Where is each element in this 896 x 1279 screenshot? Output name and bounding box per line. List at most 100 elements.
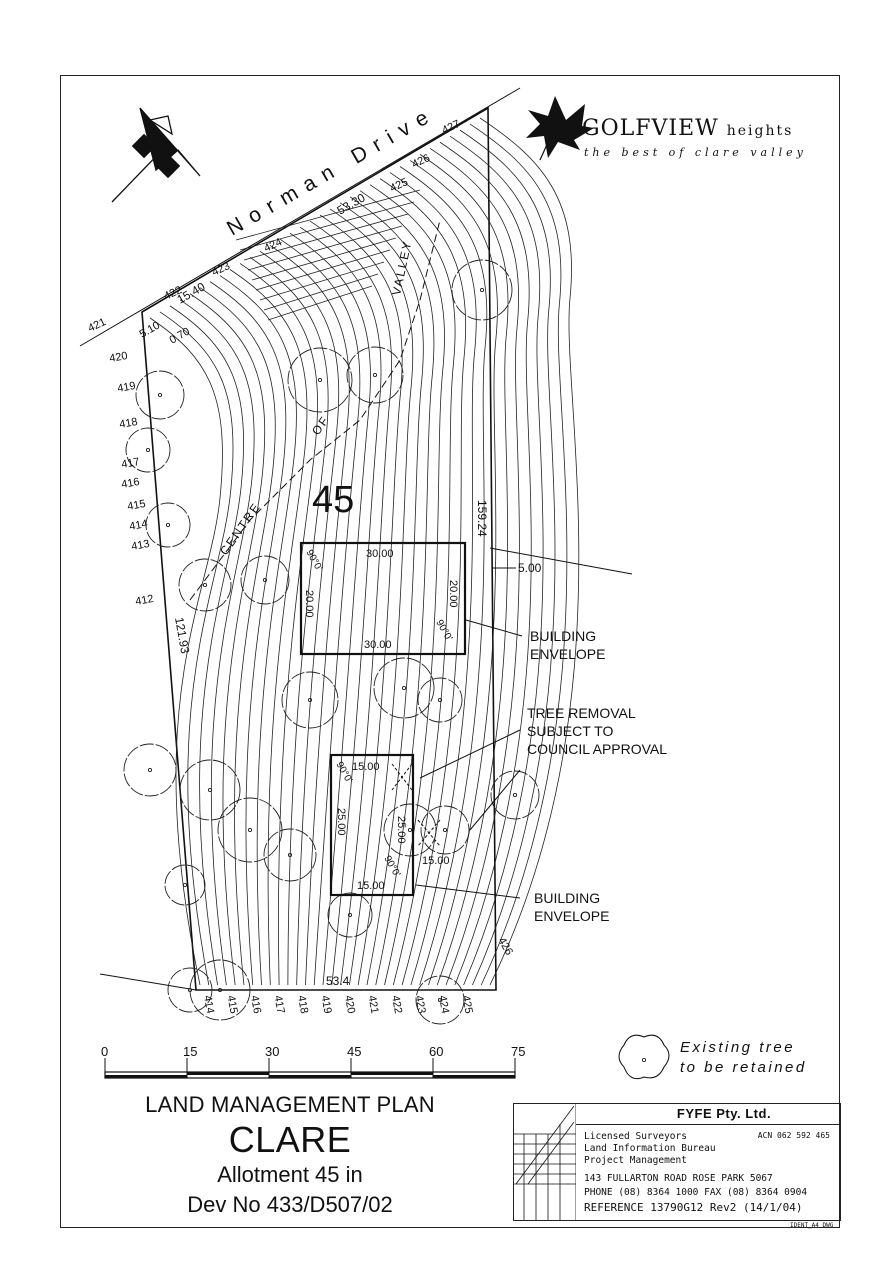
env1-height-right: 20.00 [447, 580, 459, 608]
contour-line [399, 166, 488, 986]
contour-line [239, 201, 415, 251]
note-tree-removal: TREE REMOVAL SUBJECT TO COUNCIL APPROVAL [527, 704, 667, 758]
firm-line-3: Project Management [584, 1155, 687, 1166]
legend-tree-icon [618, 1034, 670, 1080]
env1-angle-a: 90°0' [303, 548, 324, 573]
firm-name: FYFE Pty. Ltd. [676, 1106, 772, 1121]
env1-angle-b: 90°0' [433, 618, 454, 643]
firm-phone: PHONE (08) 8364 1000 FAX (08) 8364 0904 [584, 1187, 808, 1198]
contour-line [269, 244, 350, 986]
env2-height-left: 25.00 [335, 808, 347, 836]
contour-line [299, 226, 382, 986]
env2-height-right: 25.00 [395, 816, 407, 844]
tree-canopy-icon [167, 967, 213, 1013]
contour-line [359, 190, 445, 986]
tree-canopy-icon [281, 671, 339, 729]
plan-allotment-line: Allotment 45 in [217, 1162, 363, 1187]
contour-label: 422 [389, 994, 404, 1014]
contour-label: 413 [130, 538, 150, 553]
contour-label: 418 [295, 994, 310, 1014]
contour-line [339, 202, 424, 986]
tree-canopy-icon [178, 558, 232, 612]
tree-trunk-icon [287, 852, 293, 858]
tree-trunk-icon [347, 912, 353, 918]
tree-trunk-icon [401, 685, 407, 691]
env1-width-top: 30.00 [366, 548, 394, 560]
contour-line [419, 154, 509, 986]
tree-trunk-icon [165, 522, 171, 528]
contour-line [263, 273, 379, 311]
title-block-rule [576, 1124, 840, 1125]
lot-boundary [141, 106, 497, 991]
tree-group [123, 259, 540, 1025]
north-arrow-icon [111, 107, 201, 203]
contour-line [149, 317, 223, 986]
env1-width-bottom: 30.00 [364, 639, 392, 651]
scale-bar-segment [351, 1072, 433, 1075]
contour-line [349, 196, 435, 986]
contour-line [319, 214, 403, 986]
contour-label: 416 [120, 476, 140, 491]
tree-trunk-icon [217, 987, 223, 993]
title-block-hatch-icon [514, 1104, 576, 1220]
note-line: TREE REMOVAL [527, 705, 636, 721]
scale-tick-label: 75 [511, 1044, 525, 1059]
scale-bar-segment [433, 1075, 515, 1078]
scale-tick-label: 60 [429, 1044, 443, 1059]
title-block: FYFE Pty. Ltd. Licensed Surveyors ACN 06… [513, 1103, 841, 1221]
contour-line [429, 147, 520, 986]
contour-line [267, 285, 373, 321]
dim-setback: 5.00 [518, 561, 542, 575]
drawing-ident: IDENT_A4 DWG [790, 1222, 834, 1229]
contour-label: 415 [225, 994, 240, 1014]
logo-wordmark: GOLFVIEW heights [582, 116, 793, 141]
contour-line [235, 189, 421, 241]
contour-label: 417 [272, 994, 287, 1014]
tree-trunk-icon [479, 287, 485, 293]
dim-right: 159.24 [475, 500, 489, 537]
contour-label: 420 [108, 350, 128, 365]
contour-line [439, 141, 532, 986]
contour-line [179, 299, 255, 986]
scale-bar-segment [187, 1072, 269, 1075]
env2-width-top: 15.00 [352, 761, 380, 773]
tree-trunk-icon [247, 827, 253, 833]
tree-canopy-icon [125, 427, 171, 473]
contour-label: 420 [342, 994, 357, 1014]
plan-dev-line: Dev No 433/D507/02 [187, 1192, 393, 1217]
note-line: COUNCIL APPROVAL [527, 741, 668, 757]
tree-trunk-icon [512, 792, 518, 798]
contour-label: 415 [126, 498, 146, 513]
tree-canopy-icon [145, 502, 191, 548]
valley-word-valley: VALLEY [389, 238, 414, 296]
tree-canopy-icon [263, 828, 317, 882]
contour-line [409, 160, 498, 986]
firm-line-2: Land Information Bureau [584, 1143, 716, 1154]
tree-trunk-icon [145, 447, 151, 453]
contour-line [449, 135, 544, 986]
contour-labels: 4274264254244234224214204194184174164154… [86, 118, 515, 1015]
tree-canopy-icon [287, 347, 353, 413]
scale-tick-label: 0 [101, 1044, 108, 1059]
dim-left: 121.93 [172, 616, 192, 655]
contour-label: 414 [201, 994, 216, 1014]
tree-canopy-icon [179, 759, 241, 821]
tree-trunk-icon [157, 392, 163, 398]
scale-tick-label: 30 [265, 1044, 279, 1059]
scale-tick-label: 45 [347, 1044, 361, 1059]
scale-bar-segment [105, 1075, 187, 1078]
contour-line [199, 287, 276, 986]
drawing-frame [60, 75, 840, 1228]
contour-lines [149, 117, 580, 986]
contour-label: 426 [410, 152, 432, 171]
env1-height-left: 20.00 [303, 590, 315, 618]
contour-line [159, 311, 234, 986]
scale-tick-label: 15 [183, 1044, 197, 1059]
logo-tagline: the best of clare valley [584, 146, 807, 159]
note-building-envelope-2: BUILDING ENVELOPE [534, 889, 609, 925]
tree-trunk-icon [207, 787, 213, 793]
firm-address: 143 FULLARTON ROAD ROSE PARK 5067 [584, 1173, 773, 1184]
contour-line [239, 263, 318, 986]
contour-label: 425 [460, 994, 475, 1014]
contour-label: 426 [495, 936, 515, 958]
